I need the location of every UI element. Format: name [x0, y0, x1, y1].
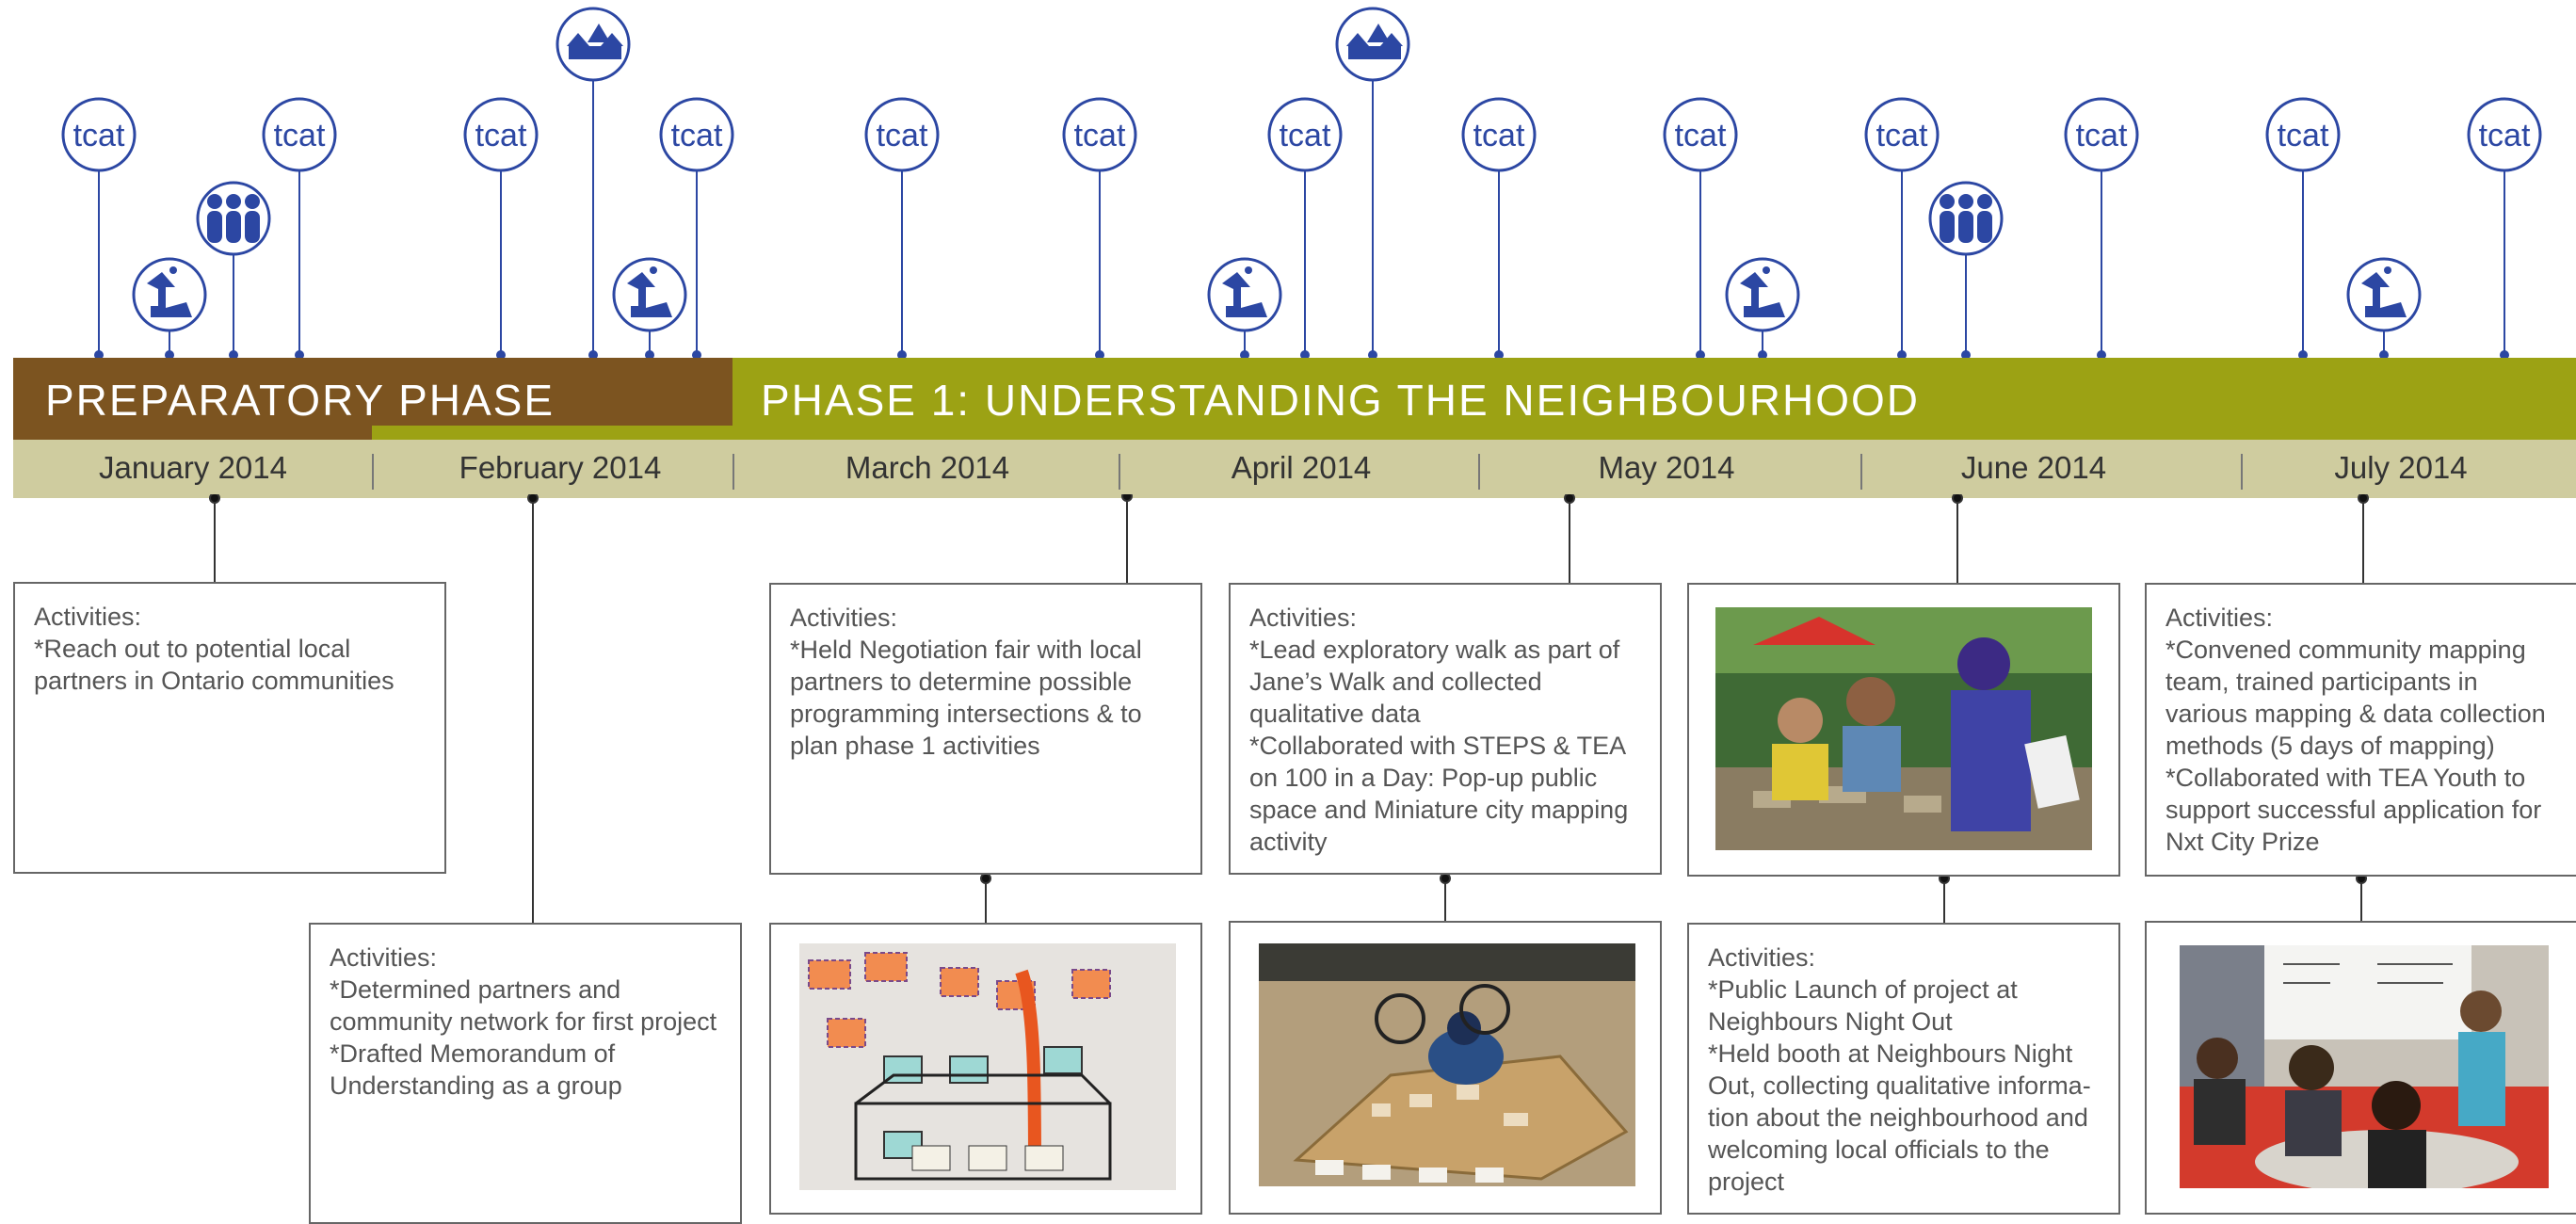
activity-heading: Activities:: [1249, 604, 1358, 632]
partner-logo-text: tcat: [1473, 118, 1525, 153]
mapping-team-photo: [2180, 945, 2549, 1188]
partner-logo-text: tcat: [877, 118, 928, 153]
phase-1-bar-underlap: [372, 426, 733, 440]
partner-logo-text: tcat: [73, 118, 125, 153]
activity-heading: Activities:: [34, 603, 142, 631]
phase-1-label: PHASE 1: UNDERSTANDING THE NEIGHBOURHOOD: [761, 376, 1921, 425]
activity-heading: Activities:: [1708, 943, 1816, 972]
activity-line: *Lead exploratory walk as part of Jane’s…: [1249, 636, 1627, 728]
waterfront-icon: [2346, 257, 2422, 358]
month-divider: [1119, 454, 1120, 490]
partner-logo-icon: tcat: [1461, 97, 1537, 358]
month-may: May 2014: [1598, 450, 1735, 485]
partner-logo-icon: tcat: [2265, 97, 2341, 358]
activity-line: *Collaborated with STEPS & TEA on 100 in…: [1249, 732, 1635, 856]
activity-line: *Public Launch of project at Neighbours …: [1708, 975, 2025, 1036]
phase-1-bar: [733, 358, 2576, 440]
partner-logo-text: tcat: [2479, 118, 2531, 153]
preparatory-phase-label: PREPARATORY PHASE: [45, 376, 555, 425]
month-july: July 2014: [2334, 450, 2468, 485]
partner-logo-text: tcat: [475, 118, 527, 153]
people-icon: [1928, 181, 2004, 358]
month-february: February 2014: [459, 450, 662, 485]
month-divider: [2241, 454, 2243, 490]
partner-logo-text: tcat: [2278, 118, 2329, 153]
month-january: January 2014: [99, 450, 287, 485]
photo-box-march: [769, 923, 1202, 1215]
waterfront-icon: [132, 257, 207, 358]
partner-logo-text: tcat: [274, 118, 326, 153]
photo-box-july: [2145, 921, 2576, 1215]
partner-logo-icon: tcat: [659, 97, 734, 358]
month-band: [13, 440, 2576, 498]
photo-box-may: [1687, 583, 2120, 877]
activity-box-february: Activities: *Determined partners and com…: [309, 923, 742, 1224]
activity-box-july: Activities: *Convened community mapping …: [2145, 583, 2576, 877]
waterfront-icon: [1725, 257, 1800, 358]
timeline-pins: tcat tcat tcat tcat tcat tcat tcat tcat tcat tcat…: [61, 7, 2542, 358]
waterfront-icon: [1207, 257, 1282, 358]
activity-line: *Reach out to potential local partners i…: [34, 635, 394, 695]
negotiation-fair-photo: [799, 943, 1176, 1190]
people-icon: [196, 181, 271, 358]
partner-logo-icon: tcat: [1864, 97, 1940, 358]
activity-box-june: Activities: *Public Launch of project at…: [1687, 923, 2120, 1215]
partner-logo-icon: tcat: [1062, 97, 1137, 358]
activity-connectors: [209, 494, 2369, 923]
partner-logo-icon: tcat: [2064, 97, 2139, 358]
activity-line: *Held Negotiation fair with local partne…: [790, 636, 1150, 760]
partner-logo-icon: tcat: [262, 97, 337, 358]
month-divider: [733, 454, 734, 490]
activity-heading: Activities:: [330, 943, 438, 972]
photo-box-april: [1229, 921, 1662, 1215]
month-june: June 2014: [1960, 450, 2107, 485]
month-march: March 2014: [845, 450, 1010, 485]
partner-logo-text: tcat: [2076, 118, 2128, 153]
partner-logo-text: tcat: [1876, 118, 1928, 153]
month-divider: [1860, 454, 1862, 490]
partner-logo-text: tcat: [671, 118, 723, 153]
partner-logo-text: tcat: [1675, 118, 1727, 153]
partner-logo-icon: tcat: [463, 97, 539, 358]
waterfront-icon: [612, 257, 687, 358]
activity-heading: Activities:: [2165, 604, 2274, 632]
month-april: April 2014: [1231, 450, 1372, 485]
neighbours-night-out-photo: [1715, 607, 2092, 850]
month-divider: [1478, 454, 1480, 490]
partner-logo-icon: tcat: [864, 97, 940, 358]
houses-icon: [555, 7, 631, 358]
partner-logo-text: tcat: [1074, 118, 1126, 153]
partner-logo-icon: tcat: [1267, 97, 1343, 358]
activity-box-january: Activities: *Reach out to potential loca…: [13, 582, 446, 874]
partner-logo-text: tcat: [1280, 118, 1331, 153]
activity-box-march: Activities: *Held Negotiation fair with …: [769, 583, 1202, 875]
activity-box-april: Activities: *Lead exploratory walk as pa…: [1229, 583, 1662, 875]
activity-line: *Held booth at Neighbours Night Out, col…: [1708, 1039, 2096, 1196]
activity-line: *Collaborated with TEA Youth to support …: [2165, 764, 2549, 856]
activity-line: *Determined partners and community netwo…: [330, 975, 717, 1036]
activity-line: *Drafted Memorandum of Understanding as …: [330, 1039, 622, 1100]
miniature-city-photo: [1259, 943, 1635, 1186]
month-divider: [372, 454, 374, 490]
houses-icon: [1335, 7, 1410, 358]
partner-logo-icon: tcat: [61, 97, 137, 358]
activity-line: *Convened community mapping team, traine…: [2165, 636, 2553, 760]
activity-heading: Activities:: [790, 604, 898, 632]
partner-logo-icon: tcat: [2467, 97, 2542, 358]
partner-logo-icon: tcat: [1663, 97, 1738, 358]
